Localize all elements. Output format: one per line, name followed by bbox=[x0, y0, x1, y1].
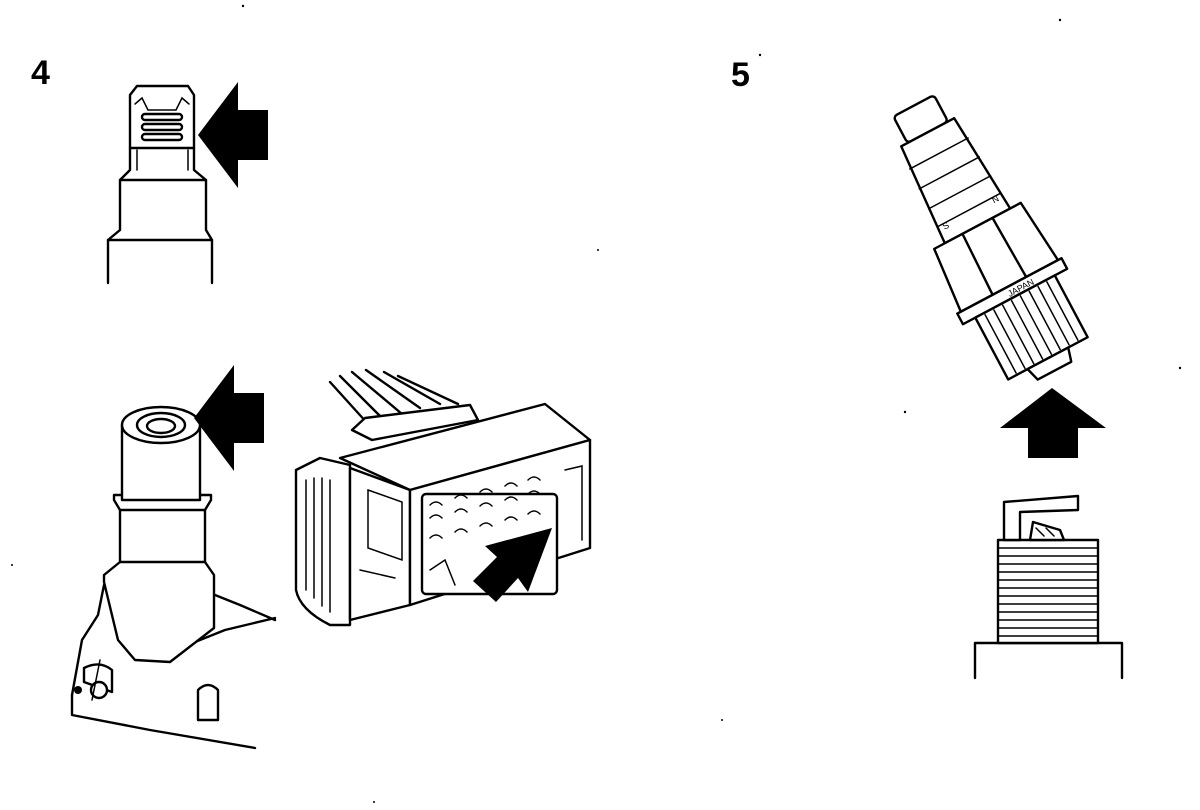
plug-marking-left: S bbox=[941, 220, 951, 232]
arrow-up-right-icon bbox=[473, 528, 552, 602]
arrow-right-icon bbox=[194, 365, 264, 471]
ignition-coil-on-cover bbox=[70, 405, 277, 750]
plug-tip-closeup bbox=[973, 494, 1124, 680]
arrow-up-icon bbox=[1000, 388, 1106, 458]
arrow-right-icon bbox=[198, 82, 268, 188]
step-number-5: 5 bbox=[731, 56, 750, 94]
spark-plug: S N JAPAN bbox=[893, 95, 1089, 381]
coil-connector bbox=[294, 368, 592, 627]
coil-terminal-closeup bbox=[106, 84, 214, 285]
connector-pins bbox=[429, 476, 541, 539]
print-specks bbox=[11, 4, 1182, 803]
step-number-4: 4 bbox=[31, 54, 50, 92]
plug-marking-right: N bbox=[990, 193, 1000, 205]
